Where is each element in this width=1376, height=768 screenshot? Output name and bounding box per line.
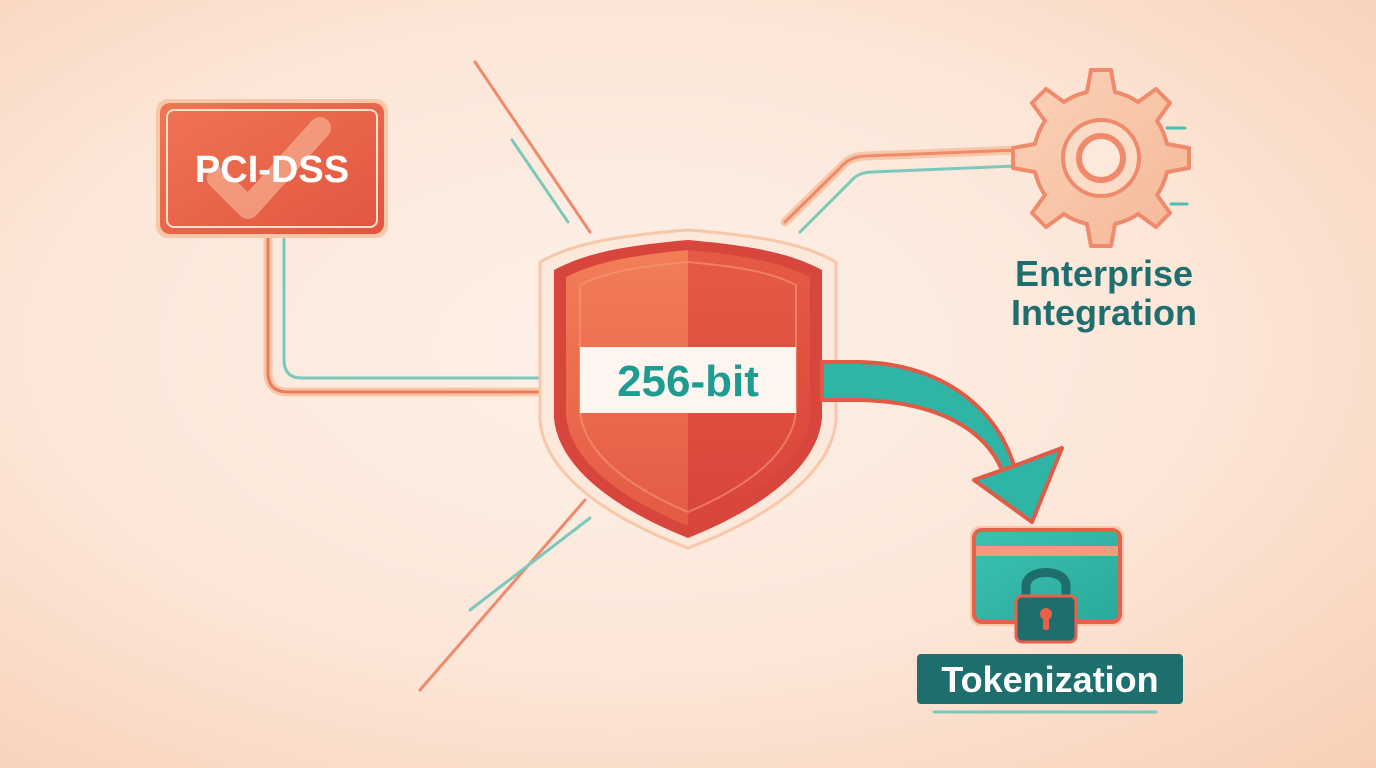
gear-icon — [1011, 68, 1191, 248]
check-icon — [207, 117, 331, 219]
tokenization-label: Tokenization — [941, 659, 1158, 700]
connector-pci-teal — [282, 236, 542, 380]
pci-dss-label: PCI-DSS — [195, 149, 349, 191]
curved-arrow-icon — [820, 360, 1064, 524]
integration-label-line1: Enterprise — [1015, 253, 1193, 294]
connector-bottom-diagonal-teal — [468, 516, 592, 612]
connector-pci-outer — [263, 233, 545, 397]
connector-gear-coral — [783, 148, 1020, 224]
connector-top-diagonal-coral — [473, 60, 592, 234]
connector-gear-teal — [798, 164, 1020, 234]
encryption-shield: 256-bit — [538, 228, 838, 550]
encryption-label-box — [580, 347, 796, 413]
connector-top-diagonal-teal — [510, 138, 570, 224]
connector-lines — [263, 60, 1023, 692]
shield-inner-highlight — [579, 260, 797, 514]
connector-bottom-diagonal-coral — [418, 498, 587, 692]
integration-label-line2: Integration — [1011, 292, 1197, 333]
connector-pci-coral — [266, 236, 542, 394]
pci-dss-badge: PCI-DSS — [156, 99, 388, 238]
padlock-icon — [1014, 568, 1078, 644]
integration-label: Enterprise Integration — [1011, 253, 1197, 333]
credit-card-icon — [970, 526, 1124, 644]
tokenization-badge: Tokenization — [917, 654, 1183, 714]
encryption-label: 256-bit — [617, 357, 759, 406]
